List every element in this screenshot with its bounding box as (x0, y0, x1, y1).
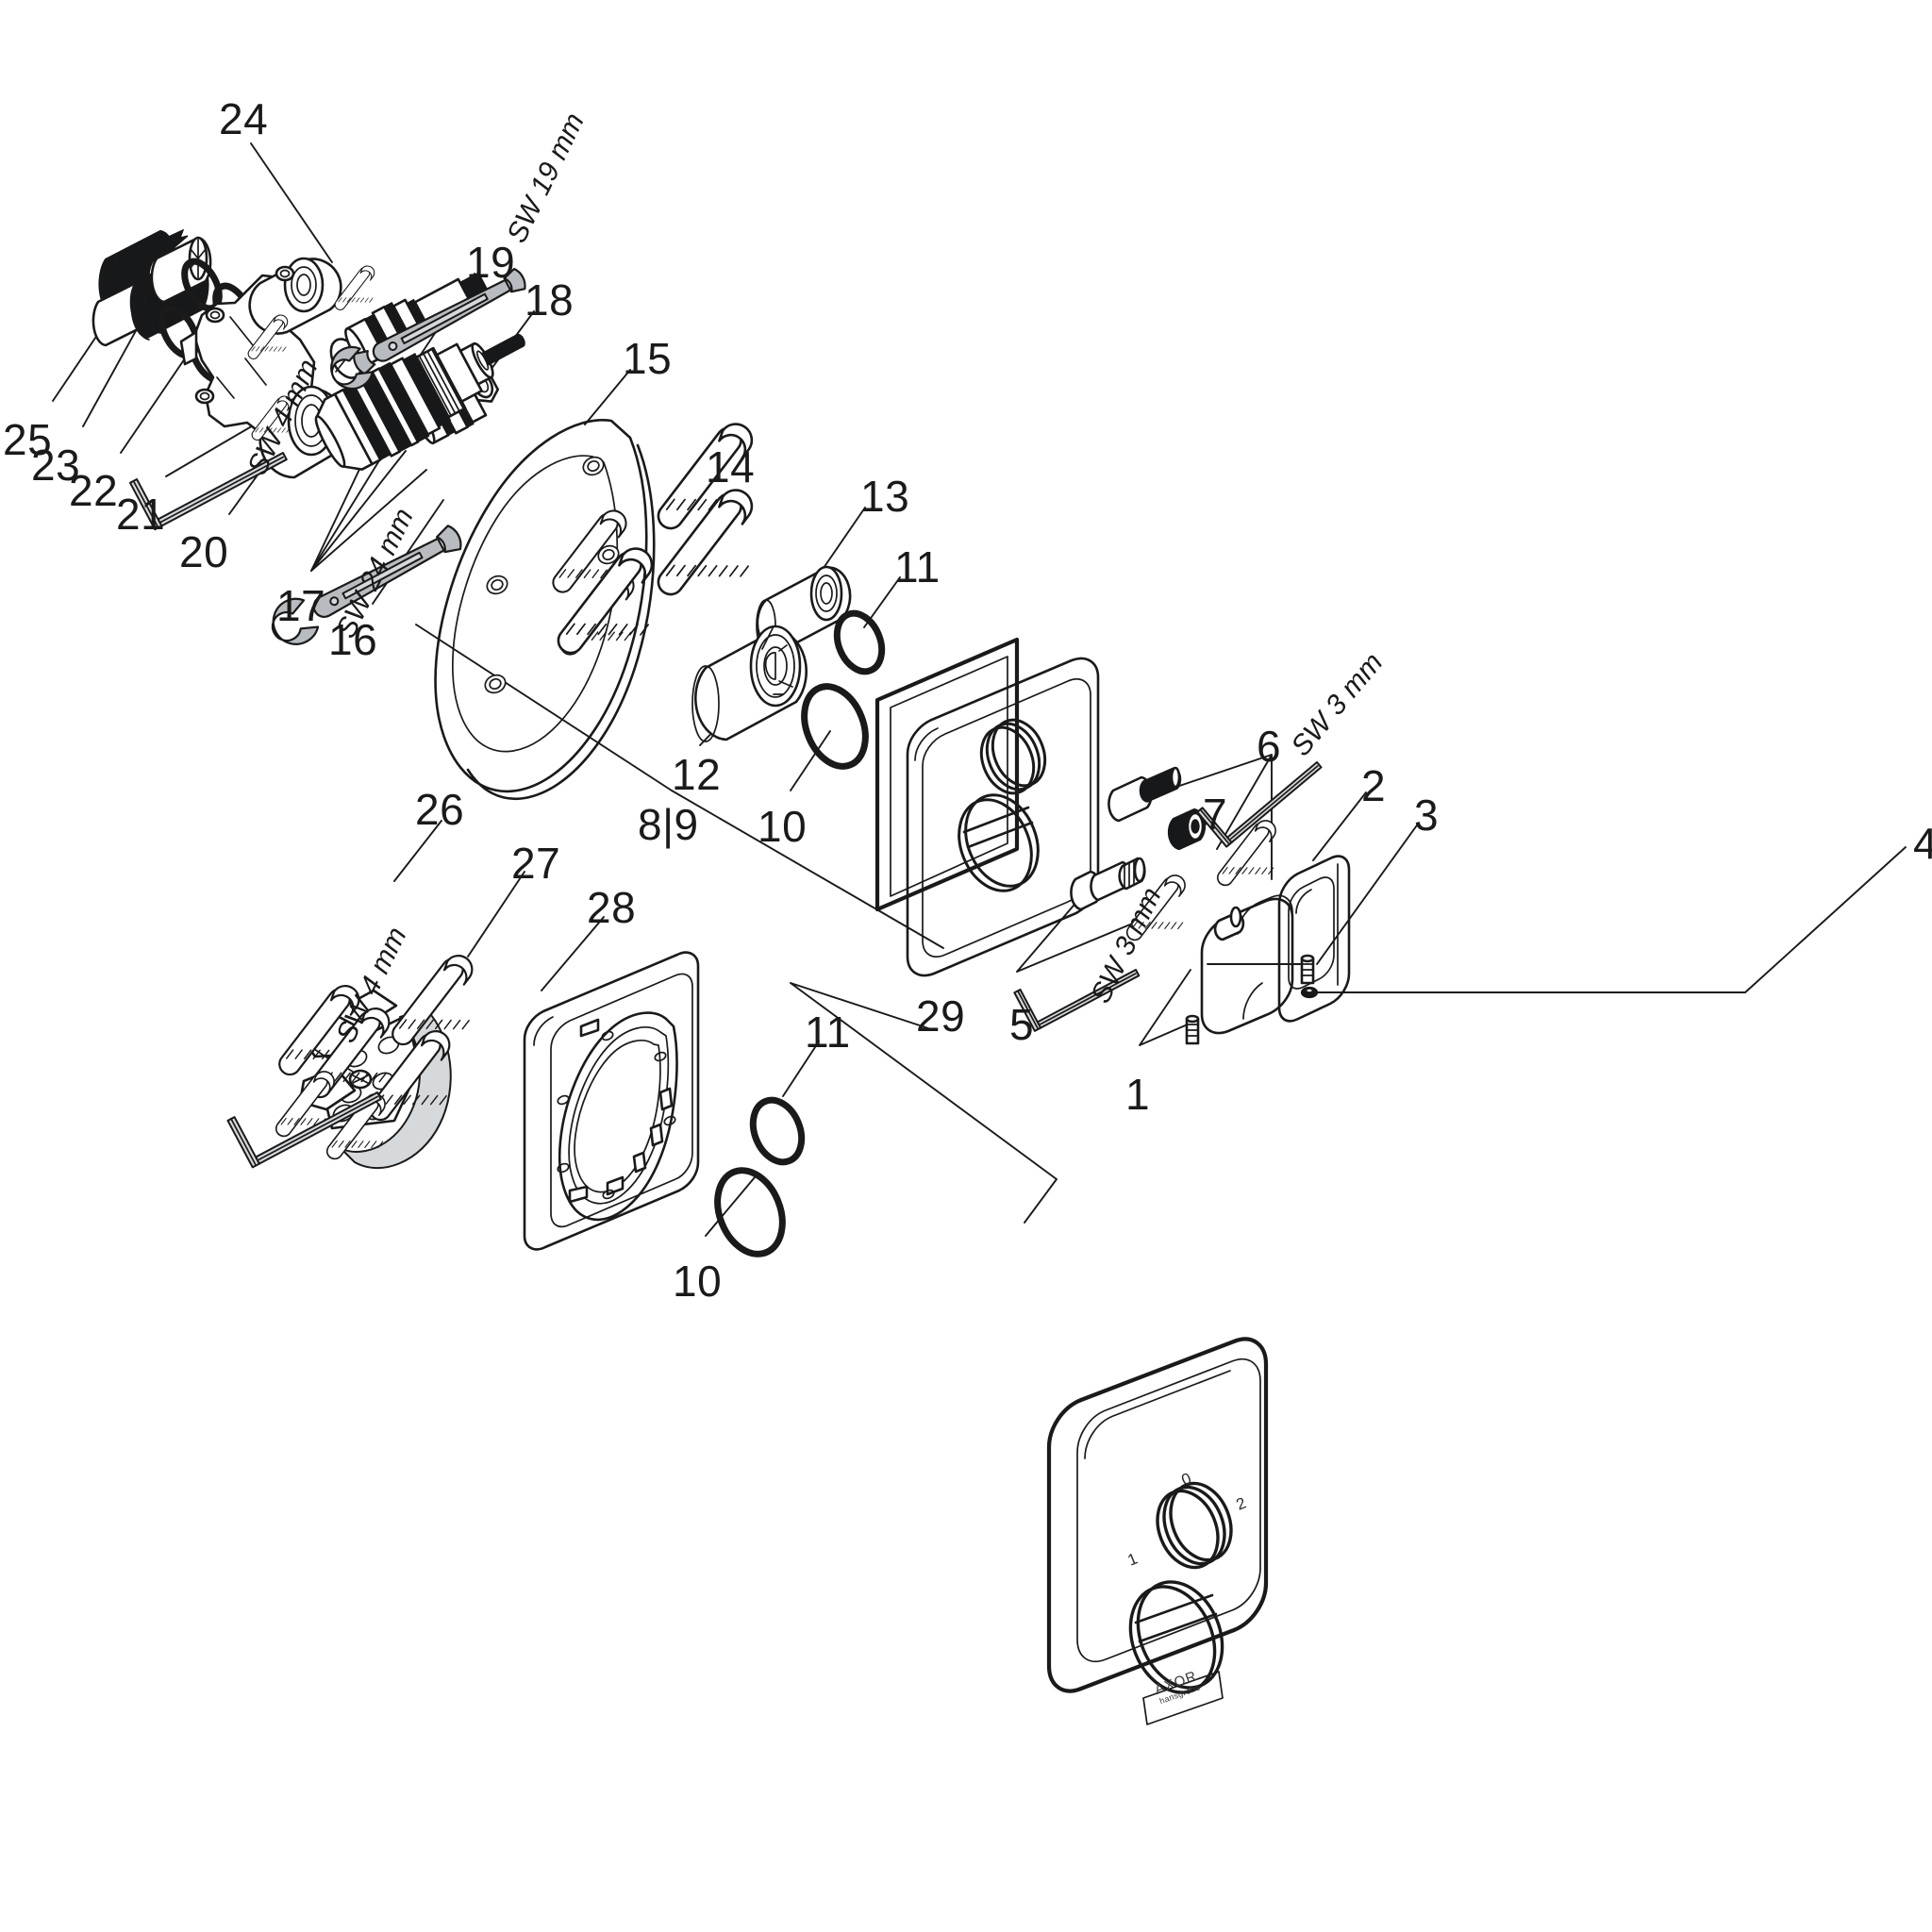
part-o-ring-10-bottom (714, 1167, 786, 1257)
callout-15: 15 (623, 334, 673, 383)
callout-29: 29 (916, 991, 966, 1041)
callout-17: 17 (276, 581, 326, 630)
callout-22: 22 (69, 466, 119, 515)
callout-14: 14 (706, 442, 756, 491)
callout-26: 26 (415, 785, 465, 834)
callout-20: 20 (179, 527, 229, 576)
callout-8-9: 8|9 (638, 800, 699, 849)
callout-10-bottom: 10 (673, 1257, 723, 1306)
part-faceplate-29 (1046, 1337, 1269, 1725)
part-o-ring-11-top (833, 609, 886, 675)
part-o-ring-11-bottom (749, 1096, 806, 1166)
tool-allen-key-4mm-bottom (226, 1091, 382, 1169)
part-handle-screws-5 (1070, 857, 1203, 951)
tool-allen-key-3mm-lower (1013, 969, 1141, 1032)
part-handle-2 (1277, 855, 1351, 1023)
tool-allen-key-4mm-top (128, 452, 288, 531)
part-escutcheon-base-28 (523, 951, 700, 1251)
part-knob-3 (1200, 894, 1294, 1035)
tool-wrench-19mm (330, 267, 526, 391)
part-inlet-connectors (92, 228, 212, 347)
tool-wrench-24mm (271, 525, 462, 645)
tool-allen-key-3mm-right (1196, 761, 1323, 848)
callout-6: 6 (1257, 722, 1282, 771)
callout-4: 4 (1913, 819, 1932, 868)
callout-7: 7 (1203, 790, 1228, 839)
part-base-plate-15 (434, 418, 656, 801)
callout-23: 23 (31, 441, 81, 490)
callout-2: 2 (1361, 761, 1387, 810)
part-o-ring-10-top (801, 683, 869, 770)
callout-21: 21 (116, 490, 166, 539)
callout-19: 19 (466, 238, 516, 287)
callout-24: 24 (219, 94, 269, 143)
callout-10-top: 10 (758, 802, 808, 851)
callout-13: 13 (860, 472, 910, 521)
callout-28: 28 (587, 883, 637, 932)
callout-3: 3 (1414, 791, 1440, 840)
callout-12: 12 (672, 750, 722, 799)
part-grub-screws (1185, 954, 1319, 1045)
callout-25: 25 (3, 415, 53, 464)
callout-18: 18 (525, 275, 575, 325)
callout-5: 5 (1009, 1000, 1035, 1049)
part-handle-screws-6 (1108, 766, 1293, 896)
part-cover-plate-89 (874, 637, 1100, 977)
callout-27: 27 (511, 839, 561, 888)
callout-11-top: 11 (894, 542, 941, 591)
part-extension-sleeve-12 (691, 625, 808, 742)
callout-1: 1 (1125, 1070, 1151, 1119)
callout-16: 16 (328, 615, 378, 664)
callout-11-bottom: 11 (805, 1008, 851, 1057)
